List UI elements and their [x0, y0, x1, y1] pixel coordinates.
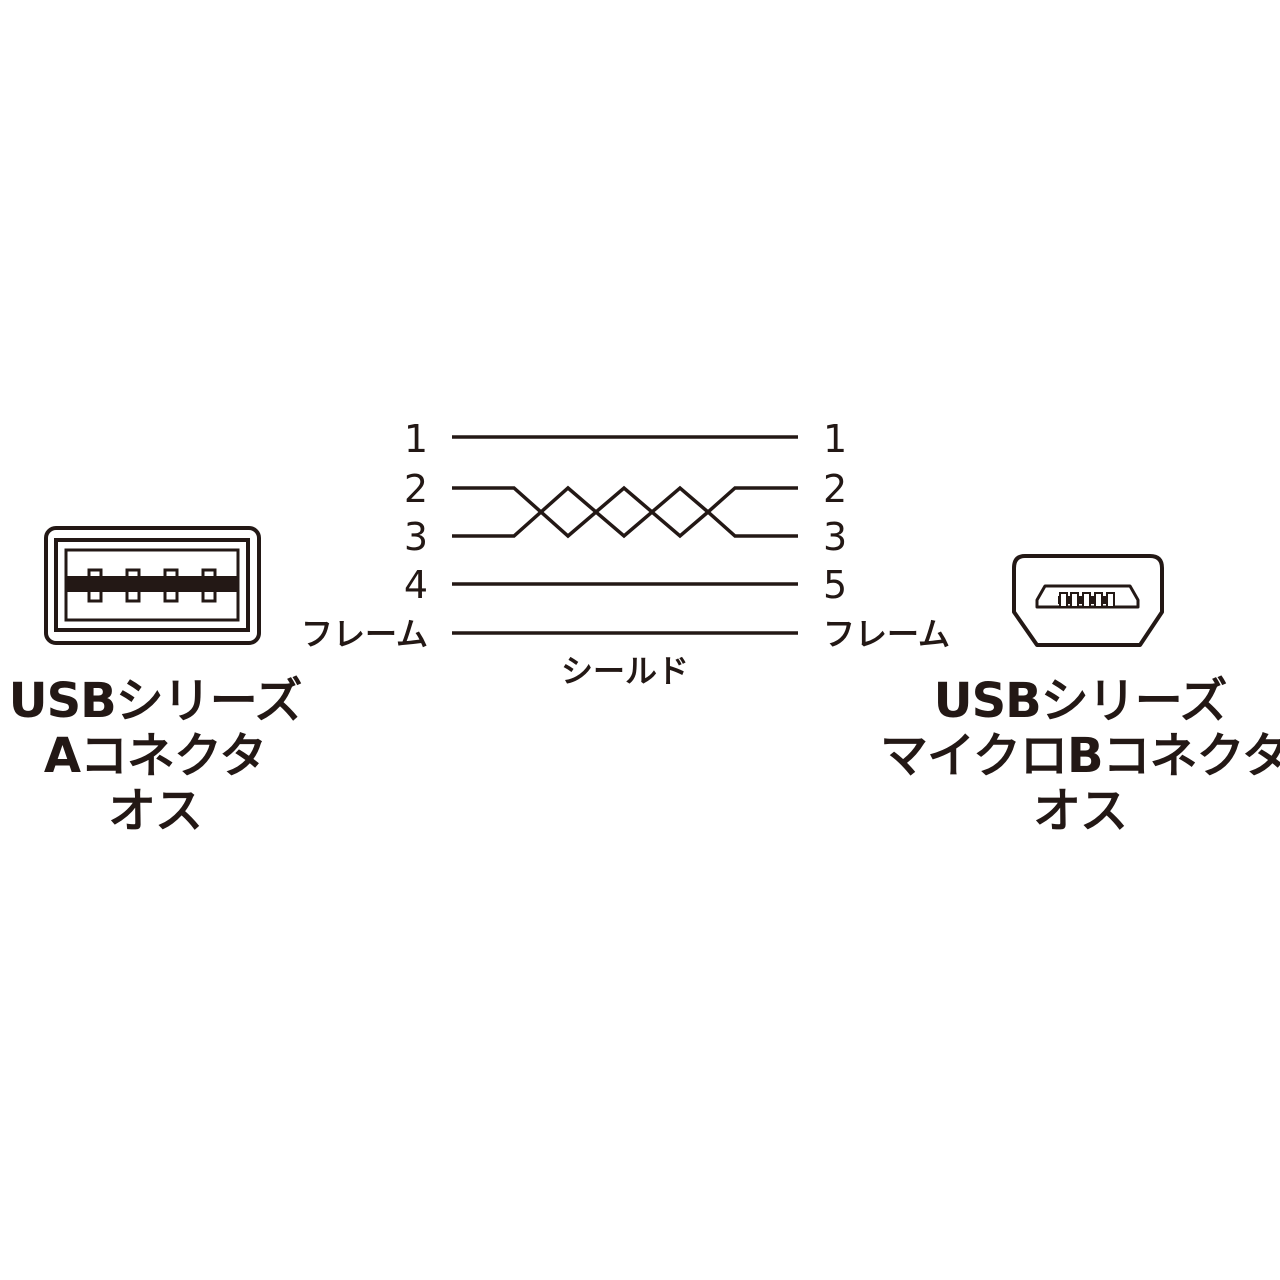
- wire-3: [452, 509, 798, 539]
- left-frame-label: フレーム: [301, 615, 428, 653]
- wire-2: [452, 485, 798, 515]
- right-caption-line-2: マイクロBコネクタ: [880, 728, 1280, 784]
- right-pin-1: 1: [823, 417, 847, 461]
- left-pin-4: 4: [404, 563, 428, 607]
- right-pin-2: 2: [823, 467, 847, 511]
- left-caption-line-1: USBシリーズ: [8, 673, 303, 729]
- left-connector-caption: USBシリーズ Aコネクタ オス: [5, 674, 305, 839]
- right-caption-line-3: オス: [1032, 783, 1128, 839]
- left-pin-1: 1: [404, 417, 428, 461]
- micro-b-connector-icon: [1012, 554, 1164, 647]
- right-pin-5: 5: [823, 563, 847, 607]
- right-connector-caption: USBシリーズ マイクロBコネクタ オス: [880, 674, 1280, 839]
- shield-label: シールド: [561, 652, 689, 690]
- left-pin-3: 3: [404, 515, 428, 559]
- right-caption-line-1: USBシリーズ: [933, 673, 1228, 729]
- usb-a-connector-icon: [44, 526, 261, 645]
- right-frame-label: フレーム: [823, 615, 950, 653]
- left-caption-line-3: オス: [107, 783, 203, 839]
- right-pin-3: 3: [823, 515, 847, 559]
- left-caption-line-2: Aコネクタ: [43, 728, 267, 784]
- left-pin-2: 2: [404, 467, 428, 511]
